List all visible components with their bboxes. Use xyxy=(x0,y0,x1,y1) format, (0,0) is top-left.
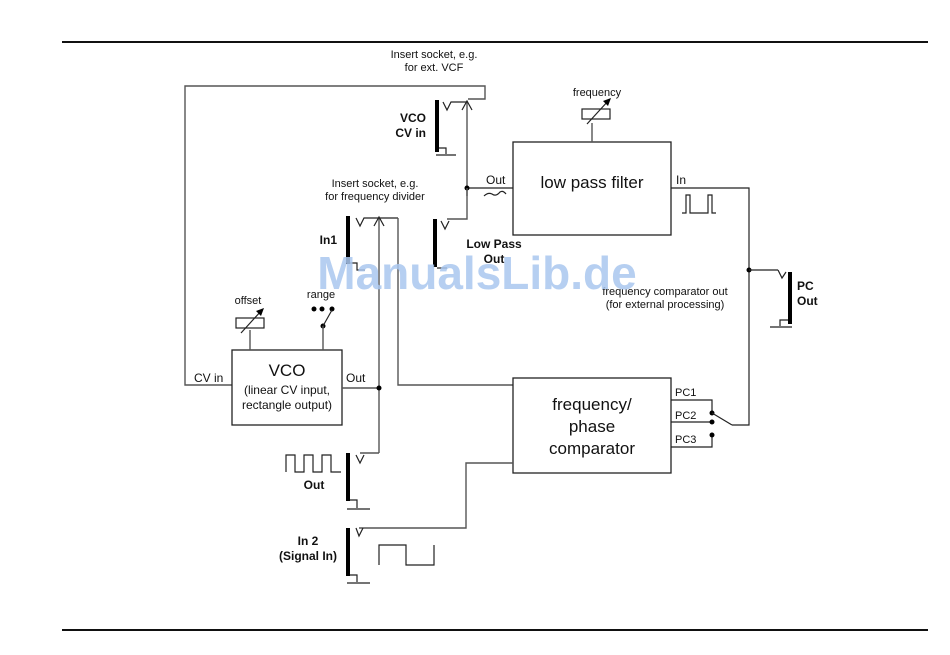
pc-out-note-2: (for external processing) xyxy=(606,299,725,311)
offset-label: offset xyxy=(235,295,262,307)
range-label: range xyxy=(307,289,335,301)
wire-lpf-in xyxy=(671,187,750,426)
wire-lowpass-out xyxy=(447,188,468,220)
offset-potentiometer-icon xyxy=(235,308,265,334)
watermark: ManualsLib.de xyxy=(317,247,636,299)
top-rule xyxy=(62,41,928,43)
lpf-out-label: Out xyxy=(486,173,506,187)
in1-socket xyxy=(346,215,513,453)
pc1-label: PC1 xyxy=(675,387,696,399)
out-jack-label: Out xyxy=(304,478,325,492)
pc-out-note: frequency comparator out xyxy=(602,286,727,298)
in1-label: In1 xyxy=(320,233,338,247)
comparator-title-3: comparator xyxy=(549,439,635,458)
vco-cv-in-socket xyxy=(435,99,473,196)
comparator-block xyxy=(512,377,672,474)
frequency-label: frequency xyxy=(573,87,622,99)
insert-socket-vcf-label: Insert socket, e.g. xyxy=(391,49,478,61)
in2-label-2: (Signal In) xyxy=(279,549,337,563)
comparator-title: frequency/ xyxy=(552,395,632,414)
pc-out-socket xyxy=(770,269,792,328)
pc2-label: PC2 xyxy=(675,410,696,422)
comparator-title-2: phase xyxy=(569,417,615,436)
wire-cv-loop xyxy=(184,85,486,386)
wire-in2 xyxy=(359,462,513,529)
square-waveform-icon xyxy=(285,454,341,473)
frequency-potentiometer-icon xyxy=(581,98,611,125)
insert-socket-divider-label-2: for frequency divider xyxy=(325,191,425,203)
pc-out-label: PC xyxy=(797,279,814,293)
out-socket xyxy=(346,453,370,510)
vco-cv-in-label-2: CV in xyxy=(395,126,426,140)
vco-out-port-label: Out xyxy=(346,371,366,385)
low-pass-filter-block xyxy=(512,141,672,236)
in2-socket xyxy=(346,527,370,584)
in2-label: In 2 xyxy=(298,534,319,548)
insert-socket-divider-label: Insert socket, e.g. xyxy=(332,178,419,190)
pc-select-switch-icon xyxy=(709,410,733,438)
range-switch-icon xyxy=(311,306,335,350)
bottom-rule xyxy=(62,629,928,631)
junction-vco-out xyxy=(376,385,382,391)
pc-out-label-2: Out xyxy=(797,294,818,308)
vco-block-title: VCO xyxy=(269,361,306,380)
input-waveform-icon xyxy=(378,544,435,566)
vco-cv-in-label: VCO xyxy=(400,111,426,125)
lpf-in-label: In xyxy=(676,173,686,187)
low-pass-out-label: Low Pass xyxy=(466,237,522,251)
insert-socket-vcf-label-2: for ext. VCF xyxy=(405,62,464,74)
vco-block xyxy=(231,349,343,426)
low-pass-out-label-2: Out xyxy=(484,252,505,266)
sawtooth-waveform-icon xyxy=(483,190,507,197)
vco-block-subtitle: (linear CV input, xyxy=(244,383,330,397)
low-pass-out-socket xyxy=(433,219,450,269)
pc3-label: PC3 xyxy=(675,434,696,446)
vco-cv-in-port-label: CV in xyxy=(194,371,223,385)
wire-pc1 xyxy=(671,399,713,412)
pulse-waveform-icon xyxy=(682,194,716,214)
lpf-block-title: low pass filter xyxy=(541,173,644,192)
vco-block-subtitle-2: rectangle output) xyxy=(242,398,332,412)
wire-pc3 xyxy=(671,436,713,448)
